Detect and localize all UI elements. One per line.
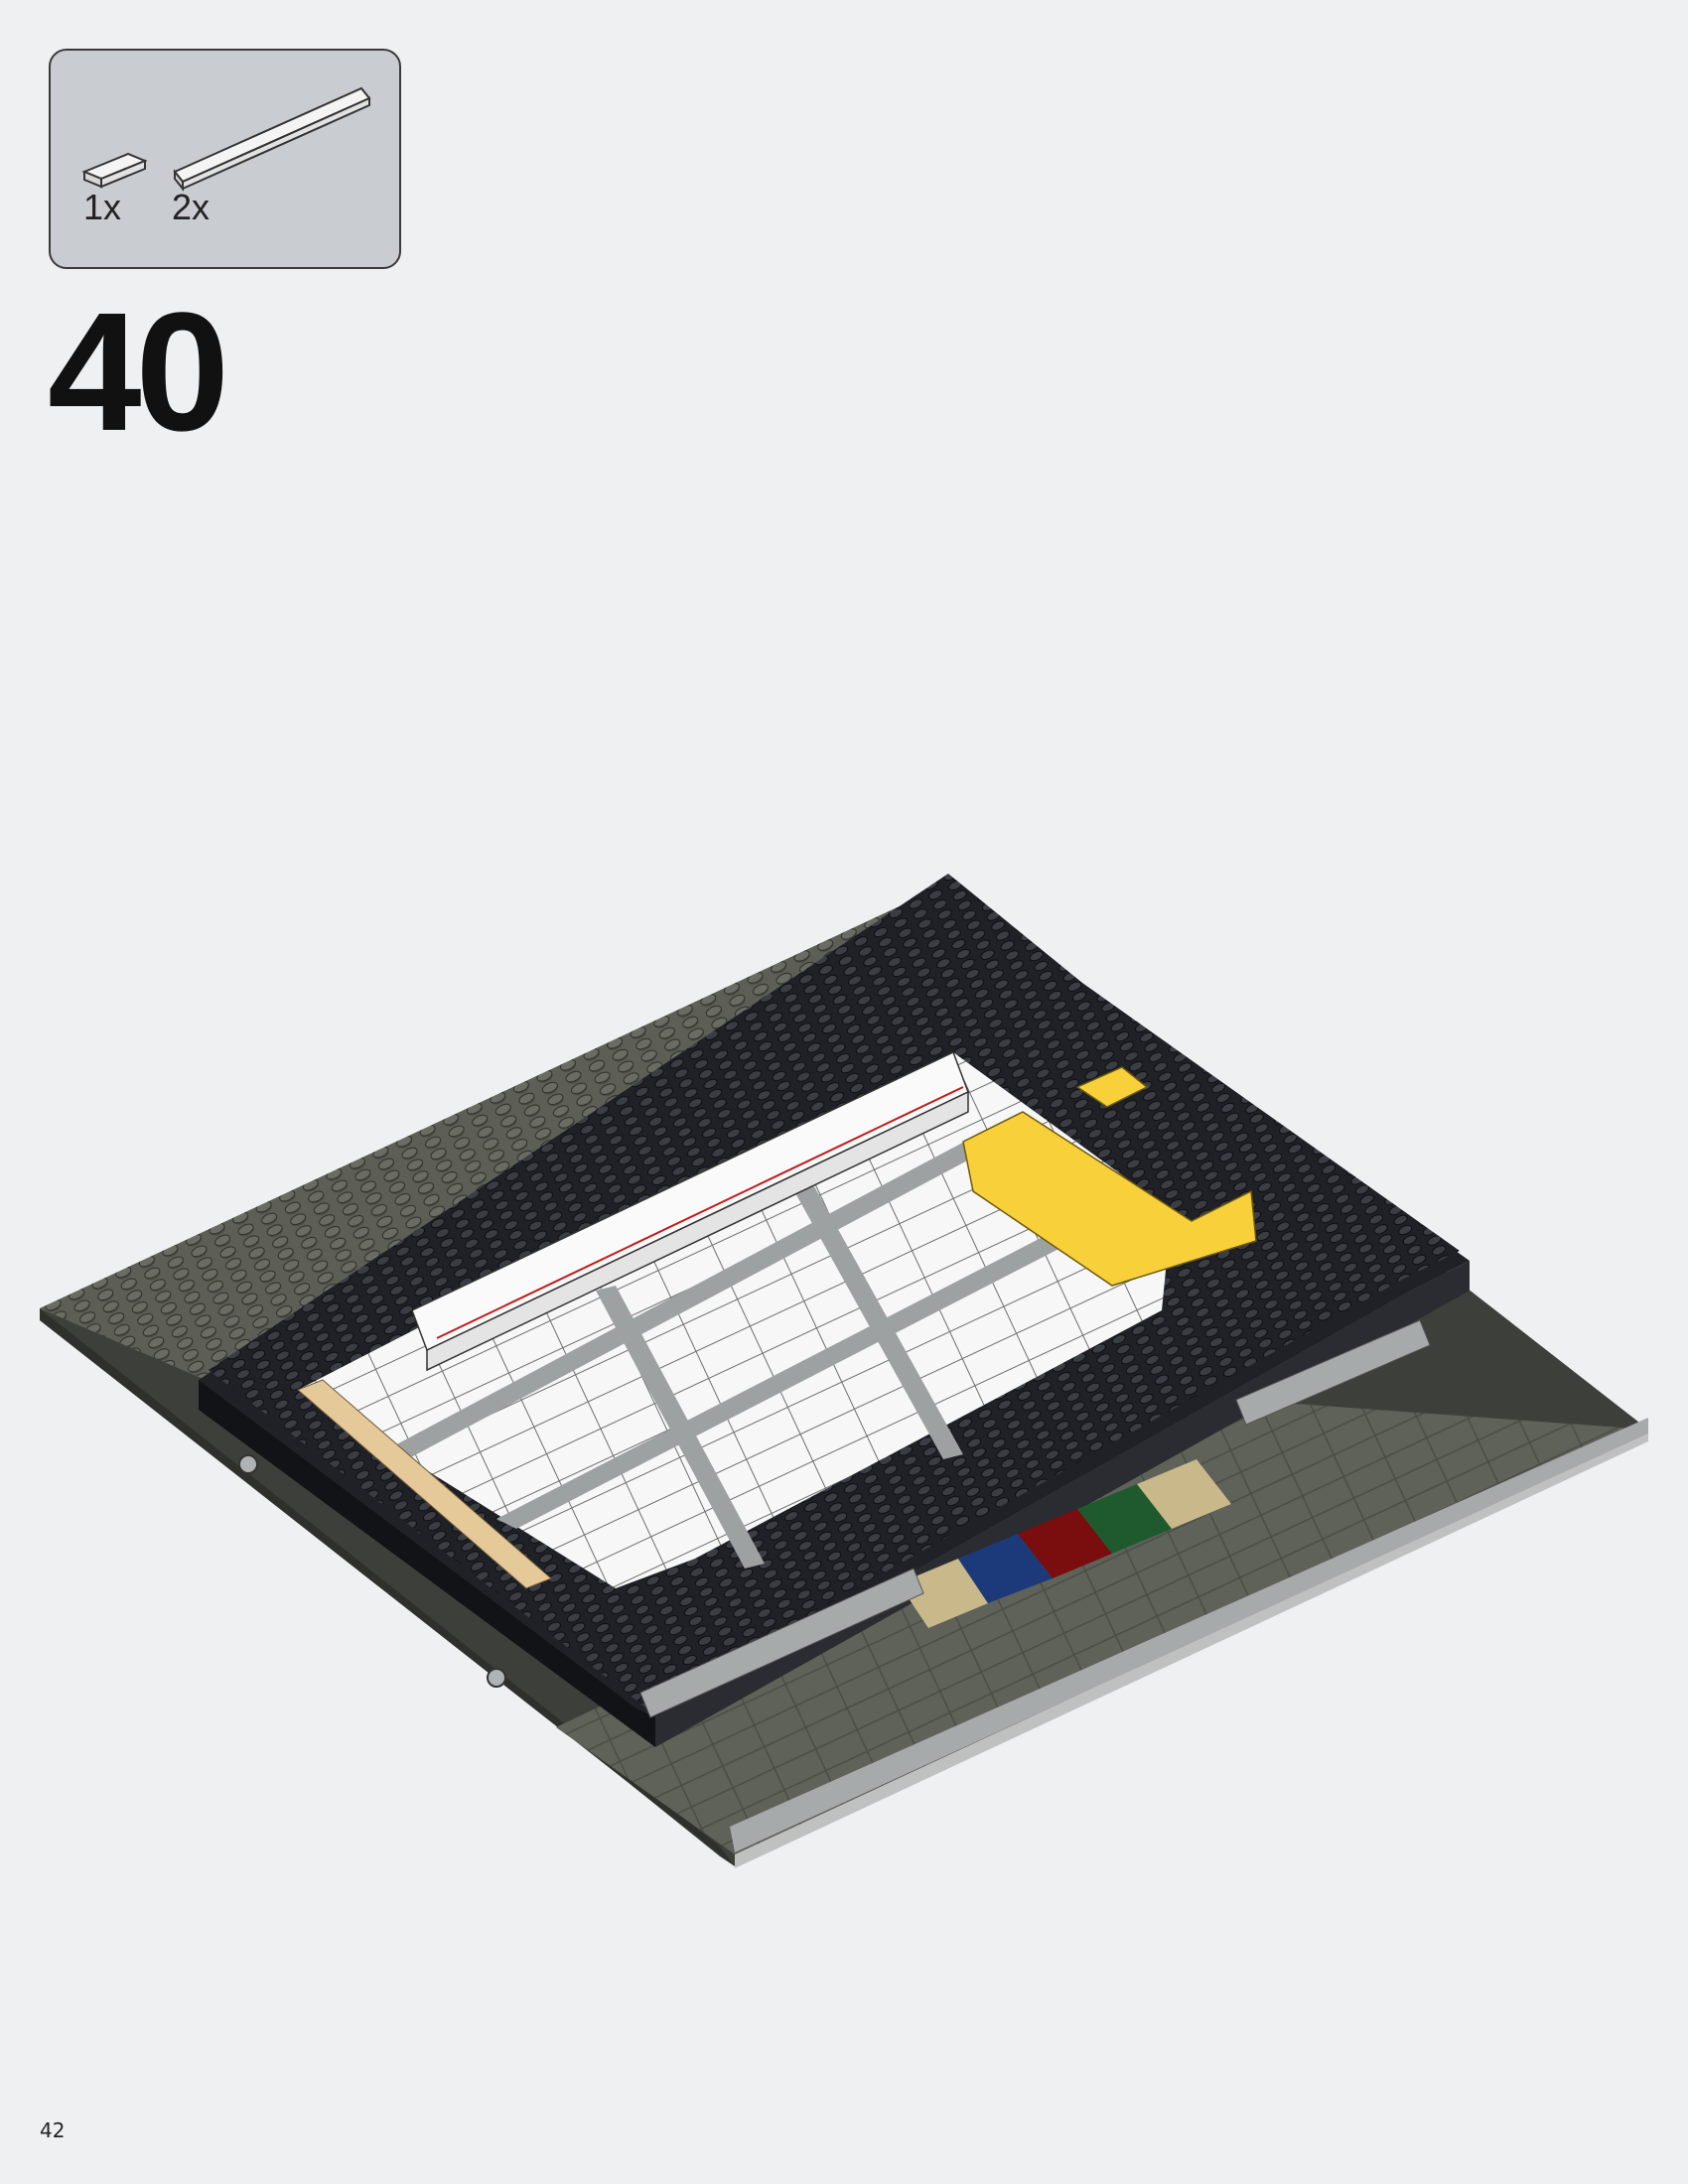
part-quantity-2: 2x [172, 187, 211, 227]
white-counter [411, 1050, 969, 1372]
tan-strip [297, 1379, 552, 1589]
parts-callout: 1x 2x [49, 49, 401, 269]
colored-tiles [899, 1459, 1231, 1628]
part-quantity-1: 1x [83, 187, 122, 227]
front-step [639, 1568, 924, 1718]
tile-1x2-icon [81, 152, 148, 189]
page-number: 42 [40, 2118, 66, 2142]
yellow-bricks [962, 1066, 1257, 1287]
interior-floor [298, 1052, 1172, 1588]
tile-long-icon [173, 86, 371, 192]
side-pins [238, 1454, 506, 1688]
parts-illustration [81, 86, 371, 192]
right-step [1235, 1319, 1431, 1426]
step-number: 40 [48, 278, 229, 467]
